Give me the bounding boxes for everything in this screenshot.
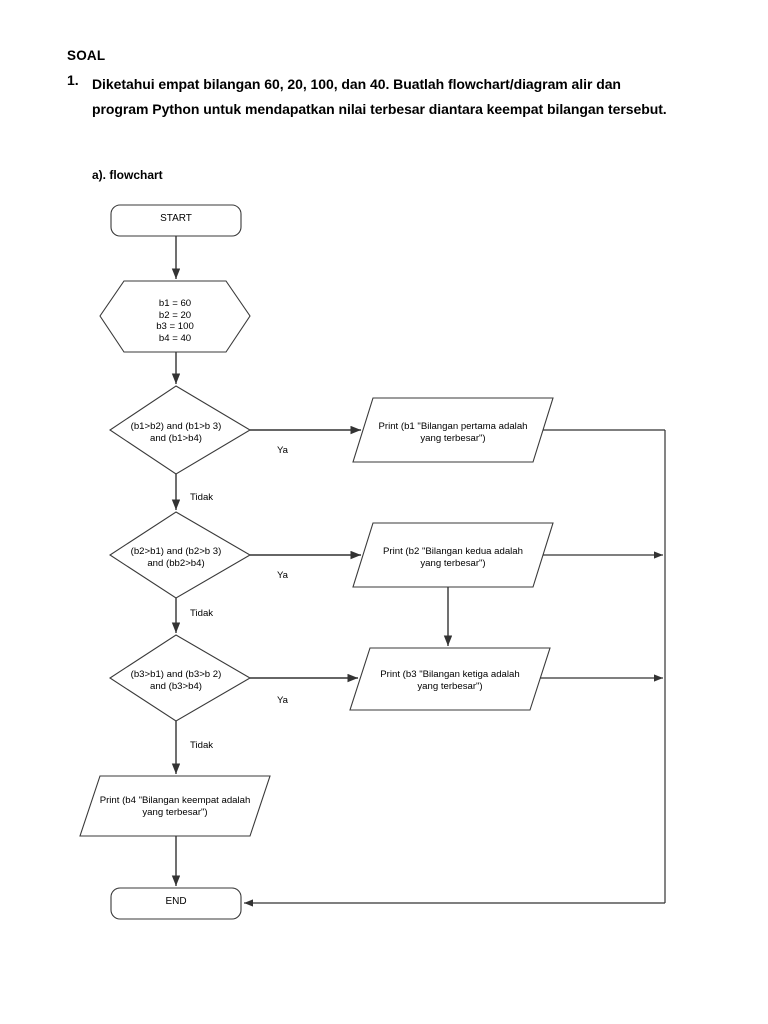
flow-node-output-2 <box>352 522 554 588</box>
edge-label-decision1-no: Tidak <box>190 492 214 503</box>
flow-node-output-3 <box>349 647 551 711</box>
flow-node-output-1 <box>352 397 554 463</box>
edge-label-decision3-no: Tidak <box>190 740 214 751</box>
section-subheading: a). flowchart <box>92 168 163 182</box>
edge-label-decision1-yes: Ya <box>277 445 289 456</box>
flow-node-output-4 <box>79 775 271 837</box>
question-text: Diketahui empat bilangan 60, 20, 100, da… <box>92 76 667 117</box>
question-number: 1. <box>67 72 79 88</box>
flow-node-init <box>99 280 251 353</box>
flow-label-end: END <box>165 896 187 907</box>
edge-label-decision2-no: Tidak <box>190 608 214 619</box>
flow-node-end <box>110 887 242 920</box>
page-title: SOAL <box>67 48 106 63</box>
flow-label-start: START <box>160 213 192 224</box>
flow-node-decision-2 <box>108 511 252 599</box>
edge-label-decision2-yes: Ya <box>277 570 289 581</box>
edge-label-decision3-yes: Ya <box>277 695 289 706</box>
flow-node-decision-3 <box>108 634 252 722</box>
flow-node-decision-1 <box>109 385 252 475</box>
